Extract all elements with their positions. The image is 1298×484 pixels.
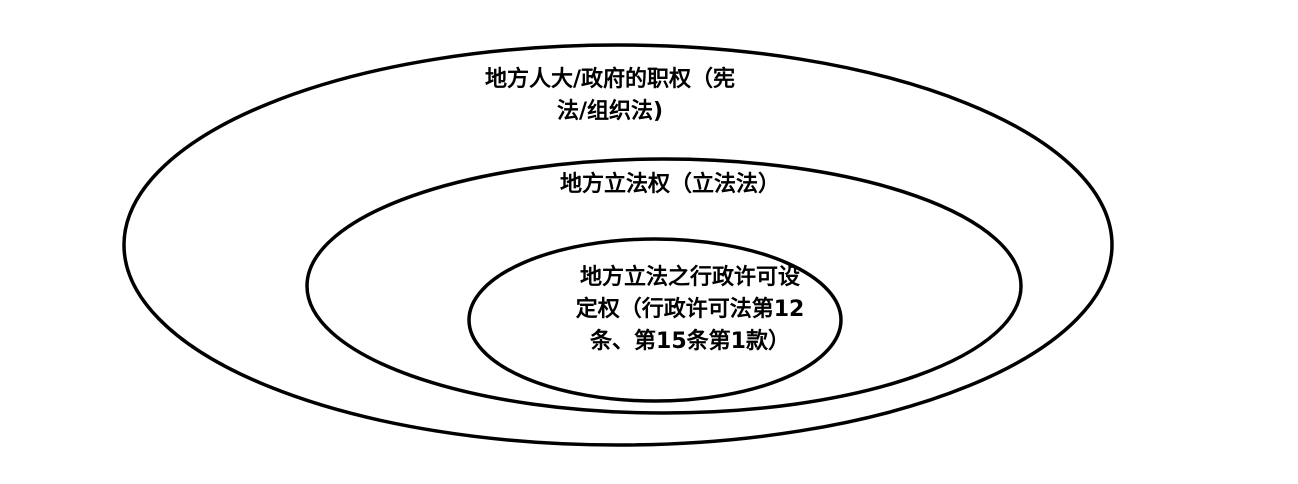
middle-ring-label: 地方立法权（立法法）	[520, 169, 820, 201]
inner-ring-label: 地方立法之行政许可设 定权（行政许可法第12 条、第15条第1款）	[540, 262, 840, 358]
inner-label-line-3: 条、第15条第1款）	[590, 329, 790, 354]
inner-label-line-1: 地方立法之行政许可设	[579, 265, 800, 290]
middle-label-line-1: 地方立法权（立法法）	[559, 172, 780, 197]
outer-label-line-1: 地方人大/政府的职权（宪	[484, 67, 736, 92]
outer-ring-label: 地方人大/政府的职权（宪 法/组织法)	[460, 64, 760, 128]
inner-label-line-2: 定权（行政许可法第12	[575, 297, 805, 322]
outer-ring	[122, 43, 1114, 447]
middle-ring	[305, 157, 1023, 415]
inner-ring	[467, 237, 843, 403]
outer-label-line-2: 法/组织法)	[556, 99, 664, 124]
